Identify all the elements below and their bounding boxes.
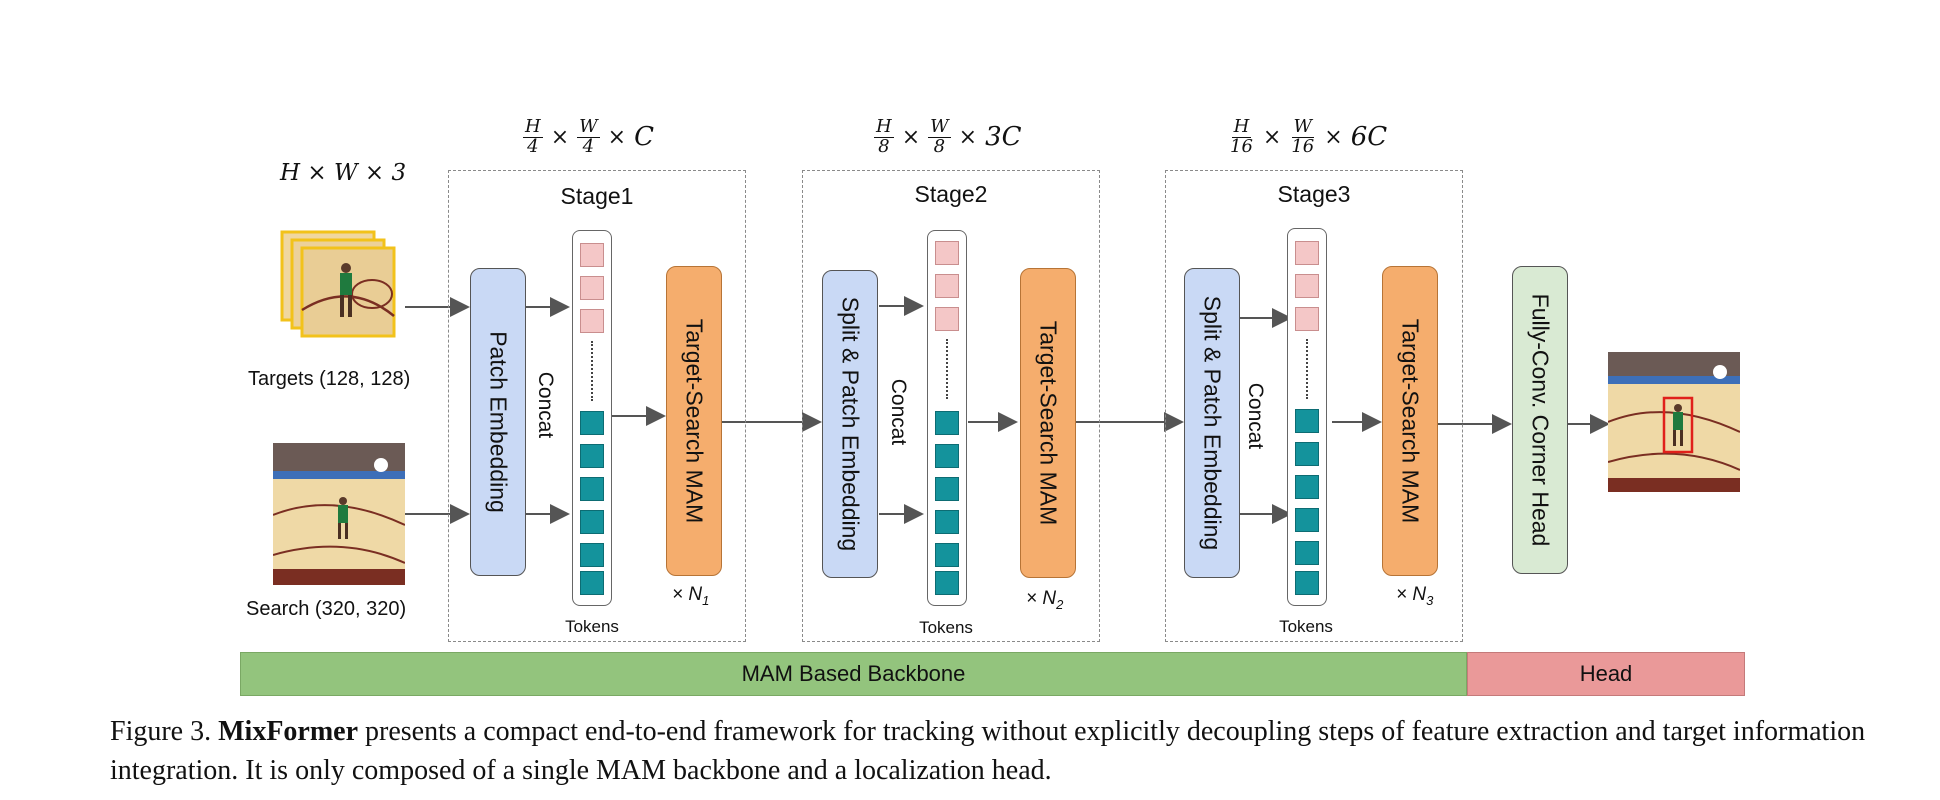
- token-search: [580, 510, 604, 534]
- stage1-title: Stage1: [560, 183, 634, 209]
- stage2-repeat: × N2: [1026, 588, 1064, 612]
- predicted-box: [1662, 396, 1694, 454]
- token-target: [580, 309, 604, 333]
- stage2-box: Stage2: [802, 170, 1100, 642]
- token-search: [580, 411, 604, 435]
- stage3-mam-block: Target-Search MAM: [1382, 266, 1438, 576]
- target-crop-1: [300, 246, 396, 338]
- stage1-concat-label: Concat: [534, 371, 557, 439]
- stage1-mam-label: Target-Search MAM: [681, 318, 708, 524]
- stage3-tokens-label: Tokens: [1279, 617, 1333, 636]
- search-label: Search (320, 320): [246, 598, 407, 620]
- stage1-box: Stage1: [448, 170, 746, 642]
- stage3-box: Stage3: [1165, 170, 1463, 642]
- stage1-embed-label: Patch Embedding: [485, 331, 512, 513]
- stage3-tokens: [1287, 228, 1327, 606]
- token-target: [580, 276, 604, 300]
- stage2-tokens: [927, 230, 967, 606]
- token-search: [580, 571, 604, 595]
- caption-text: presents a compact end-to-end framework …: [110, 716, 1866, 786]
- corner-head-block: Fully-Conv. Corner Head: [1512, 266, 1568, 574]
- token-search: [580, 477, 604, 501]
- output-image: [1607, 352, 1741, 492]
- stage1-embed-block: Patch Embedding: [470, 268, 526, 576]
- stage2-title: Stage2: [914, 181, 988, 207]
- stage2-tokens-label: Tokens: [919, 618, 973, 637]
- stage3-embed-block: Split & Patch Embedding: [1184, 268, 1240, 578]
- head-bar: Head: [1467, 652, 1745, 696]
- stage2-mam-label: Target-Search MAM: [1035, 320, 1062, 526]
- search-image: [272, 443, 406, 585]
- token-target: [580, 243, 604, 267]
- input-dims: H × W × 3: [280, 160, 407, 186]
- stage2-embed-label: Split & Patch Embedding: [837, 296, 864, 552]
- stage1-tokens-label: Tokens: [565, 617, 619, 636]
- stage3-mam-label: Target-Search MAM: [1397, 318, 1424, 524]
- stage3-title: Stage3: [1277, 181, 1351, 207]
- token-search: [580, 543, 604, 567]
- targets-image-stack: [280, 230, 400, 340]
- stage2-embed-block: Split & Patch Embedding: [822, 270, 878, 578]
- stage3-embed-label: Split & Patch Embedding: [1199, 295, 1226, 551]
- stage2-mam-block: Target-Search MAM: [1020, 268, 1076, 578]
- caption-prefix: Figure 3.: [110, 716, 212, 747]
- stage3-concat-label: Concat: [1244, 382, 1267, 450]
- stage2-concat-label: Concat: [887, 378, 910, 446]
- stage3-repeat: × N3: [1396, 584, 1434, 608]
- stage1-tokens: [572, 230, 612, 606]
- stage1-repeat: × N1: [672, 584, 710, 608]
- figure-caption: Figure 3. MixFormer presents a compact e…: [110, 712, 1890, 790]
- corner-head-label: Fully-Conv. Corner Head: [1527, 293, 1554, 547]
- targets-label: Targets (128, 128): [248, 368, 411, 390]
- caption-bold: MixFormer: [218, 716, 359, 747]
- stage1-mam-block: Target-Search MAM: [666, 266, 722, 576]
- backbone-bar: MAM Based Backbone: [240, 652, 1467, 696]
- token-search: [580, 444, 604, 468]
